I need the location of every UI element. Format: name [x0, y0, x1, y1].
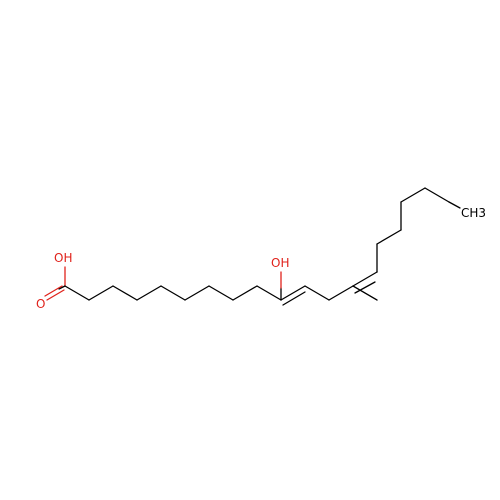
cis-double-bond [352, 271, 378, 301]
bond-c1-c2 [64, 285, 90, 301]
bond-c5-c6 [160, 285, 186, 301]
bond-c8-c9 [232, 285, 258, 301]
bond-c19-ch3 [448, 201, 461, 209]
bond-c7-c8 [208, 285, 234, 301]
bond-c9-c10 [256, 285, 282, 301]
bond-c14-c13 [352, 285, 378, 301]
carbon-chain-b [376, 187, 461, 273]
bond-c11-c12 [304, 285, 330, 301]
hydroxyl-label: OH [271, 256, 289, 270]
bond-c18-c19 [424, 187, 450, 203]
bond-c10-c11-double [282, 291, 306, 306]
acid-hydroxyl-label: OH [54, 251, 72, 265]
bond-c15-c16 [376, 229, 402, 245]
trans-double-bond [280, 285, 354, 306]
bond-c1-o-double-a [44, 285, 63, 297]
bond-c2-c3 [88, 285, 114, 301]
bond-c1-oh-inner [58, 285, 66, 290]
bond-c3-c4 [112, 285, 138, 301]
carbon-chain-a [64, 285, 282, 301]
bond-c10-c11 [280, 285, 306, 301]
bond-c13-c14-alt [352, 271, 378, 287]
bond-c17-c18 [400, 187, 426, 203]
bond-c4-c5 [136, 285, 162, 301]
bond-c1-o-double-b [46, 289, 65, 301]
terminal-methyl-label: CH3 [461, 206, 486, 220]
bond-c12-c13 [328, 285, 354, 301]
acid-oxygen-label: O [36, 297, 45, 311]
bond-c6-c7 [184, 285, 210, 301]
bond-c13-c14-double [354, 281, 376, 294]
carboxyl-group [44, 266, 66, 301]
